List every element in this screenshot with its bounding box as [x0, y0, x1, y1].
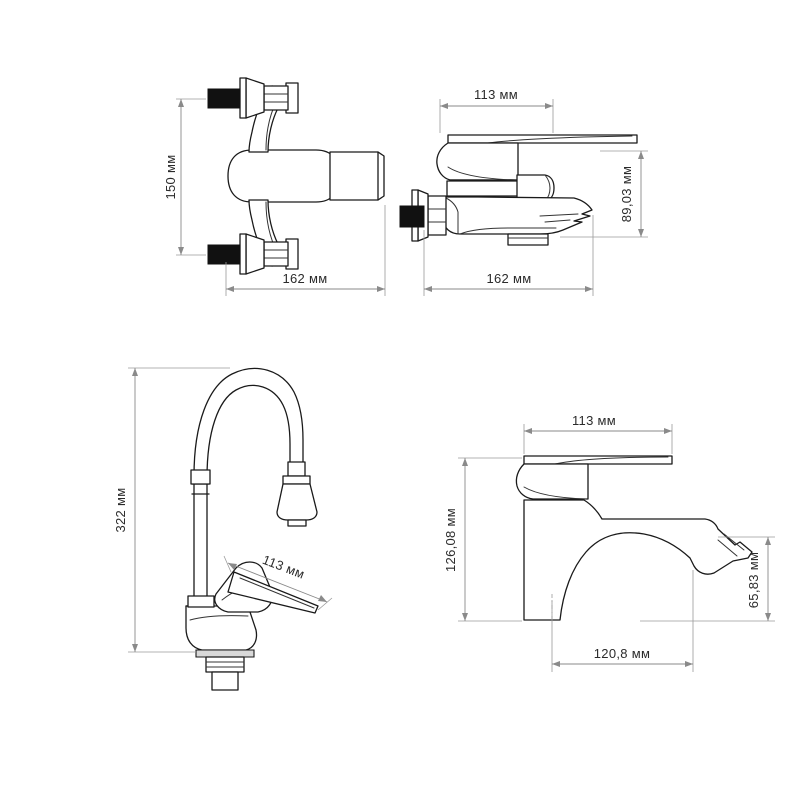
- basin-mixer-geometry: [515, 455, 753, 622]
- arrow-near: [228, 563, 237, 570]
- dimension-label-113mm-basin: 113 мм: [572, 413, 616, 428]
- basin-body-column: [523, 499, 753, 621]
- side-inlet-plug: [399, 205, 425, 228]
- top-inlet-hexnut: [263, 85, 289, 111]
- side-lever-body: [436, 142, 519, 181]
- mixer-body-capsule: [227, 149, 341, 203]
- arrow-bottom: [132, 644, 138, 652]
- spray-head-outlet: [287, 519, 307, 527]
- gooseneck-outer-wall: [193, 367, 304, 613]
- base-dome-crease: [189, 615, 249, 621]
- arrow-left: [440, 103, 448, 109]
- dimension-basin-spout-height: 65,83 мм: [640, 536, 775, 622]
- arrow-top: [178, 99, 184, 107]
- side-spout-tip-detail: [539, 213, 579, 223]
- view-wall-mixer-side: 113 мм 89,03 мм 162 мм: [399, 87, 648, 296]
- ext-line-near: [223, 555, 232, 573]
- dimension-label-322mm: 322 мм: [113, 488, 128, 533]
- mounting-tail: [211, 671, 239, 691]
- side-cartridge-block: [446, 180, 519, 197]
- arrow-far: [318, 595, 327, 602]
- top-inlet-plug: [207, 88, 241, 109]
- arrow-right: [585, 286, 593, 292]
- dimension-label-65-83mm: 65,83 мм: [746, 552, 761, 608]
- wall-mixer-side-geometry: [399, 134, 638, 246]
- arrow-left: [524, 428, 532, 434]
- arrow-right: [377, 286, 385, 292]
- arrow-top: [765, 537, 771, 545]
- dimension-label-89-03mm: 89,03 мм: [619, 166, 634, 222]
- arrow-right: [685, 661, 693, 667]
- dimension-wall-side-height: 89,03 мм: [560, 150, 648, 238]
- basin-lever-crease: [554, 456, 669, 465]
- kitchen-faucet-geometry: [185, 367, 319, 691]
- dim-line-angled: [227, 562, 328, 603]
- arrow-bottom: [638, 229, 644, 237]
- basin-lever-plate: [523, 455, 673, 465]
- spray-head-body: [276, 483, 318, 521]
- arrow-top: [462, 458, 468, 466]
- side-body-crease-lower: [459, 227, 557, 235]
- arrow-left: [424, 286, 432, 292]
- spray-head-collar: [287, 461, 306, 477]
- arrow-right: [664, 428, 672, 434]
- view-kitchen-faucet: 322 мм 113 мм: [113, 367, 333, 691]
- dimension-label-120-8mm: 120,8 мм: [594, 646, 650, 661]
- ext-line-far: [317, 597, 333, 611]
- dimension-label-126-08mm: 126,08 мм: [443, 508, 458, 572]
- arrow-left: [226, 286, 234, 292]
- dimension-label-150mm: 150 мм: [163, 155, 178, 200]
- bottom-inlet-hexnut: [263, 241, 289, 267]
- base-hose-collar: [187, 595, 215, 608]
- gooseneck-inner-wall: [206, 384, 291, 613]
- bottom-inlet-plug: [207, 244, 241, 265]
- side-main-body-spout: [442, 196, 593, 235]
- dimension-basin-height: 126,08 мм: [443, 457, 522, 622]
- view-basin-mixer: 113 мм 126,08 мм 65,83 мм 120: [443, 413, 775, 672]
- dimension-wall-front-height: 150 мм: [163, 98, 206, 256]
- arrow-right: [545, 103, 553, 109]
- arrow-top: [132, 368, 138, 376]
- side-inlet-nut: [427, 195, 447, 236]
- bottom-inlet-escutcheon-flange: [239, 233, 247, 275]
- dimension-label-113mm-side: 113 мм: [474, 87, 518, 102]
- side-lever-body-inner: [447, 166, 517, 181]
- arrow-bottom: [765, 613, 771, 621]
- dimension-basin-depth: 120,8 мм: [551, 570, 694, 672]
- side-shower-outlet: [507, 233, 549, 246]
- arrow-bottom: [462, 613, 468, 621]
- basin-lever-body-inner: [523, 486, 587, 500]
- dimension-basin-handle: 113 мм: [523, 413, 673, 454]
- dimension-wall-side-depth: 162 мм: [423, 215, 594, 296]
- side-body-crease-upper: [445, 197, 459, 235]
- dimension-wall-side-handle: 113 мм: [439, 87, 554, 133]
- mounting-shank: [205, 656, 245, 673]
- arrow-top: [638, 151, 644, 159]
- spray-head-shoulder: [282, 475, 311, 485]
- top-inlet-escutcheon-flange: [239, 77, 247, 119]
- side-lever-crease: [487, 135, 633, 144]
- hose-collar: [190, 469, 211, 485]
- dimension-wall-front-width: 162 мм: [225, 205, 386, 296]
- bottom-inlet-escutcheon: [245, 233, 265, 275]
- arrow-bottom: [178, 247, 184, 255]
- basin-lever-body: [515, 463, 589, 500]
- dimension-label-162mm-side: 162 мм: [487, 271, 532, 286]
- handle-lever-crease: [239, 577, 315, 609]
- dimension-kitchen-height: 322 мм: [113, 367, 230, 653]
- view-wall-mixer-front: 150 мм 162 мм: [163, 77, 386, 296]
- arrow-left: [552, 661, 560, 667]
- wall-mixer-front-geometry: [207, 77, 385, 275]
- dimension-label-162mm-front: 162 мм: [283, 271, 328, 286]
- mixer-outlet-block: [329, 151, 385, 201]
- mounting-washer: [195, 649, 255, 658]
- top-inlet-escutcheon: [245, 77, 265, 119]
